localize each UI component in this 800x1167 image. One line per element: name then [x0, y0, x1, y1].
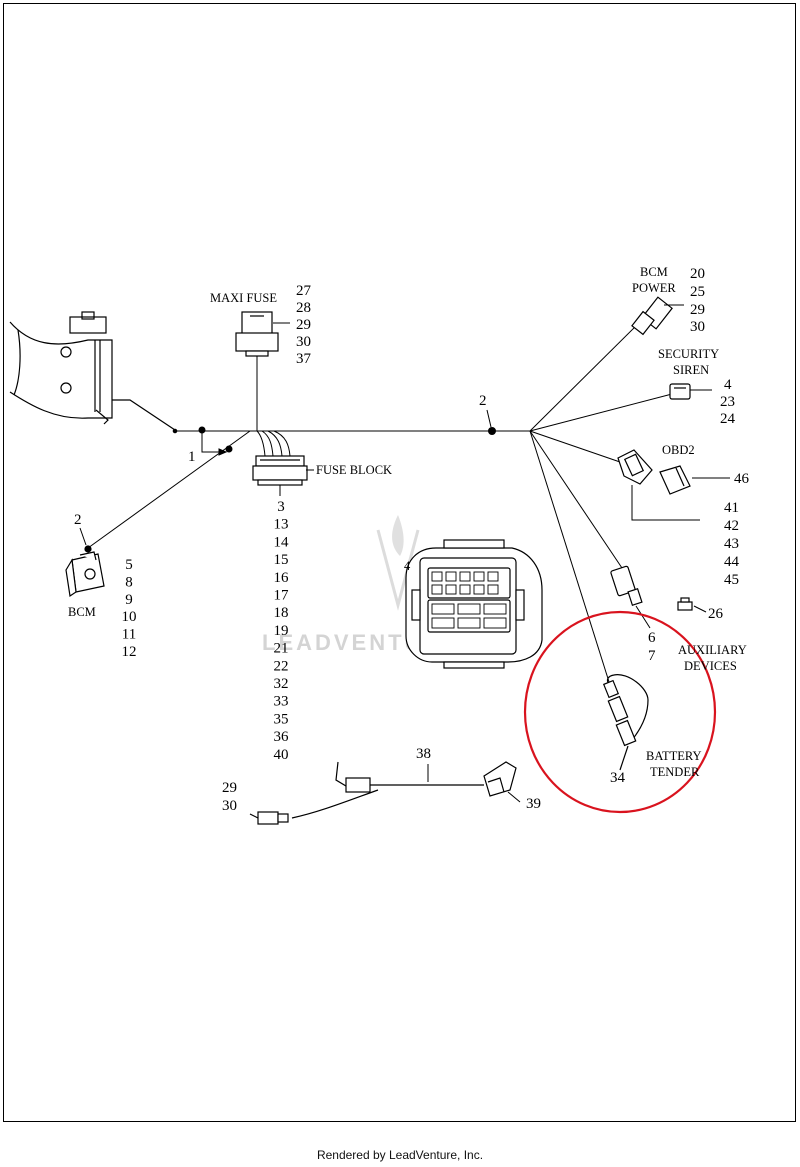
bcm-number: 10	[122, 609, 137, 625]
maxi-fuse-number: 28	[296, 300, 311, 316]
maxi-fuse-number: 27	[296, 283, 312, 299]
plug-26	[677, 597, 693, 611]
connector-7-number: 7	[648, 648, 656, 664]
maxi-fuse-component	[235, 311, 279, 357]
obd2-number: 41	[724, 500, 739, 516]
jumper-39-number: 39	[526, 796, 541, 812]
auxiliary-devices-caption: AUXILIARY	[678, 643, 747, 657]
watermark-logo	[376, 515, 420, 611]
fuse-block-caption: FUSE BLOCK	[316, 463, 392, 477]
main-harness-trunk	[87, 321, 673, 686]
footer-credit: Rendered by LeadVenture, Inc.	[316, 1148, 484, 1162]
frame-bracket	[9, 311, 176, 431]
fuse-block-number: 22	[274, 658, 289, 674]
fuse-block-component	[252, 455, 308, 486]
maxi-fuse-number: 30	[296, 334, 311, 350]
fuse-block-number: 18	[274, 605, 289, 621]
obd2-number: 45	[724, 572, 739, 588]
battery-tender-caption: BATTERY	[646, 749, 702, 763]
jumper-38-number: 38	[416, 746, 431, 762]
security-siren-caption: SECURITY	[658, 347, 719, 361]
obd2-connector	[617, 449, 691, 495]
bcm-caption: BCM	[68, 605, 96, 619]
fuse-block-number: 33	[274, 694, 289, 710]
fuse-block-number: 19	[274, 623, 289, 639]
connector-detail-inset	[405, 539, 543, 669]
obd2-number: 42	[724, 518, 739, 534]
jumper-harness	[249, 761, 517, 825]
fuse-block-number: 32	[274, 676, 289, 692]
connector-detail-number: 4	[404, 559, 411, 573]
maxi-fuse-caption: MAXI FUSE	[210, 291, 277, 305]
bcm-number: 12	[122, 644, 137, 660]
bcm-power-caption: POWER	[632, 281, 676, 295]
bcm-top-number: 2	[74, 512, 82, 528]
connector-6-number: 6	[648, 630, 656, 646]
fuse-block-number: 17	[274, 588, 290, 604]
callout-labels: MAXI FUSE 27 28 29 30 37 BCM POWER 20 25…	[68, 265, 750, 814]
fuse-block-number: 35	[274, 711, 289, 727]
maxi-fuse-number: 37	[296, 351, 312, 367]
fuse-block-number: 36	[274, 729, 290, 745]
bcm-power-caption: BCM	[640, 265, 668, 279]
jumper-left-number: 29	[222, 780, 237, 796]
fuse-block-number: 21	[274, 641, 289, 657]
fuse-block-number: 14	[274, 534, 290, 550]
obd2-caption: OBD2	[662, 443, 695, 457]
bcm-number: 5	[125, 557, 133, 573]
obd2-number: 43	[724, 536, 739, 552]
bcm-power-number: 25	[690, 284, 705, 300]
bcm-power-connector	[631, 296, 673, 336]
connector-6-7	[610, 565, 643, 606]
security-siren-number: 23	[720, 394, 735, 410]
clip-2-leader	[486, 409, 492, 428]
bcm-power-number: 20	[690, 266, 705, 282]
security-siren-connector	[669, 383, 691, 400]
diagram-frame	[3, 3, 796, 1122]
jumper-left-number: 30	[222, 798, 237, 814]
highlight-circle	[523, 610, 717, 814]
battery-tender-lead	[602, 674, 649, 771]
bcm-module	[65, 545, 105, 598]
harness-clip-2-number: 2	[479, 393, 487, 409]
battery-tender-number: 34	[610, 770, 626, 786]
bcm-power-number: 29	[690, 302, 705, 318]
battery-tender-caption: TENDER	[650, 765, 700, 779]
bcm-power-number: 30	[690, 319, 705, 335]
security-siren-number: 24	[720, 411, 736, 427]
obd2-number: 46	[734, 471, 750, 487]
fuse-block-number: 15	[274, 552, 289, 568]
harness-clip-1-number: 1	[188, 449, 196, 465]
auxiliary-devices-caption: DEVICES	[684, 659, 737, 673]
maxi-fuse-number: 29	[296, 317, 311, 333]
obd2-number: 44	[724, 554, 740, 570]
security-siren-number: 4	[724, 377, 732, 393]
bcm-number: 9	[125, 592, 133, 608]
security-siren-caption: SIREN	[673, 363, 709, 377]
fuse-block-number: 13	[274, 517, 289, 533]
fuse-block-number: 3	[277, 499, 285, 515]
bcm-number: 11	[122, 627, 136, 643]
fuse-block-number: 16	[274, 570, 290, 586]
fuse-block-number: 40	[274, 747, 289, 763]
bcm-number: 8	[125, 574, 133, 590]
plug-26-number: 26	[708, 606, 724, 622]
